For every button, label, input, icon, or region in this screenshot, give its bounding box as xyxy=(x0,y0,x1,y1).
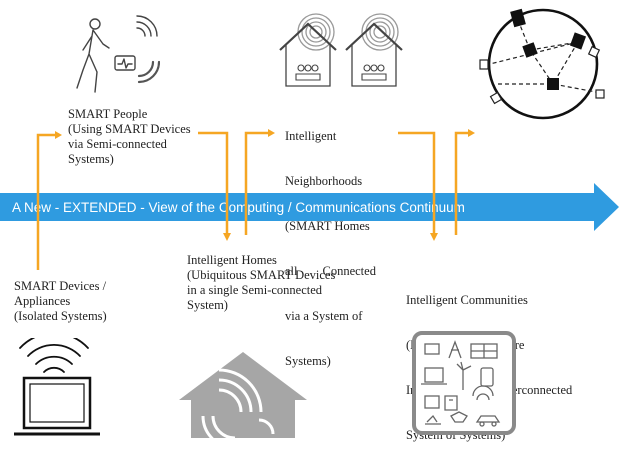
two-houses-icon xyxy=(279,13,403,87)
label-intelligent-neighborhoods: Intelligent Neighborhoods (SMART Homes a… xyxy=(285,129,376,368)
connector-homes-to-neighborhoods xyxy=(244,131,268,235)
connector-arrowhead xyxy=(55,131,62,139)
community-grid-icon xyxy=(412,331,516,435)
network-globe-icon xyxy=(479,8,605,120)
connector-communities-to-globe xyxy=(454,131,468,235)
continuum-arrow xyxy=(0,183,619,231)
connector-devices-to-people xyxy=(36,133,55,270)
continuum-banner-text: A New - EXTENDED - View of the Computing… xyxy=(12,200,465,215)
label-intelligent-homes: Intelligent Homes (Ubiquitous SMART Devi… xyxy=(187,253,336,312)
connector-arrowhead xyxy=(223,233,231,241)
label-smart-people: SMART People (Using SMART Devices via Se… xyxy=(68,107,191,166)
stage-connectors xyxy=(36,129,475,270)
connector-neighborhoods-to-communities xyxy=(398,131,436,235)
laptop-wifi-icon xyxy=(14,338,100,436)
connector-arrowhead xyxy=(268,129,275,137)
connector-arrowhead xyxy=(468,129,475,137)
house-signal-icon xyxy=(179,352,307,438)
label-smart-devices: SMART Devices / Appliances (Isolated Sys… xyxy=(14,279,107,323)
walking-person-icon xyxy=(76,15,160,93)
connector-people-to-homes xyxy=(198,131,229,235)
connector-arrowhead xyxy=(430,233,438,241)
continuum-arrow-shape xyxy=(0,183,619,231)
